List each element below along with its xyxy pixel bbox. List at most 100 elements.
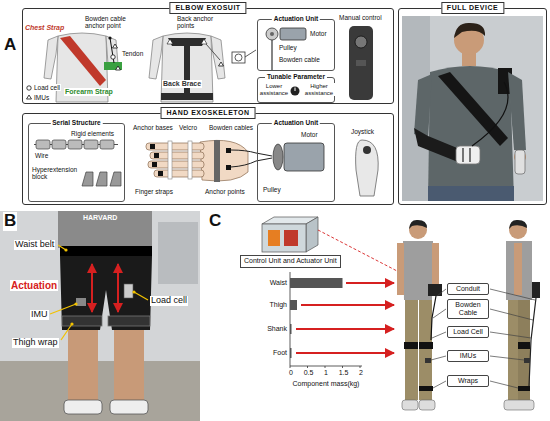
pulley [270,32,274,36]
bowden-cable [231,158,272,167]
part-label: Motor [309,30,328,37]
finger [148,161,204,168]
anchor-point [226,148,231,153]
bar [290,348,292,358]
arm [508,72,526,150]
manual-control [356,60,366,66]
hair [509,220,527,229]
control-unit [532,282,540,298]
box-text: IMUs [450,352,486,360]
part-label: Pulley [278,44,298,51]
bowden-cable [472,82,508,146]
finger-strap [188,141,192,179]
anchor-point [201,39,207,44]
leader-line [490,332,531,338]
box-text: Wraps [450,377,486,385]
strap-label: Chest Strap [24,24,65,32]
tick [342,366,343,368]
part-label: Manual control [338,14,383,21]
actuation-arrow [117,264,119,312]
chest-strap [60,36,106,86]
component-tag: Bowden Cable [447,299,489,319]
component-tag: IMUs [447,350,489,362]
part-label: Rigid elements [70,130,115,137]
pants [405,300,418,400]
mass-arrow [346,282,394,284]
load-cell-symbol [111,55,115,59]
leader-dot [70,322,73,325]
palm [200,140,248,181]
imu-symbol [116,66,121,70]
pulley [273,144,283,170]
box-heading: ELBOW EXOSUIT [169,2,246,14]
box-text: Control Unit and Actuator Unit [244,257,337,265]
rigid-element [100,140,114,149]
shorts [60,256,152,330]
imu [524,358,530,363]
tick [325,366,326,368]
part-label: Bowden cables [208,124,254,131]
part-label: Anchor points [204,188,246,195]
part-label: Back Brace [162,80,202,88]
legend-text: Load cell [33,84,61,91]
box-heading: HAND EXOSKELETON [161,107,256,119]
part-label: Back anchor points [176,15,220,29]
bowden-cable [271,40,272,70]
forearm-strap [104,62,122,70]
part-label: Pulley [262,186,282,193]
part-label: Velcro [178,124,198,131]
leader-line [490,309,533,320]
rigid-element [36,140,50,149]
leader-dot [74,302,77,305]
chest-strap [438,72,508,146]
motor [280,28,306,40]
leader-line [437,289,446,296]
mass-arrow [296,352,394,354]
forearm-brace [414,128,462,162]
hand-exoskeleton [462,148,463,162]
axis-title: Component mass(kg) [285,380,367,388]
control-unit-3d [262,224,306,252]
arm [397,243,404,295]
shoe [504,400,534,410]
box-heading: FULL DEVICE [441,2,504,14]
leg [68,330,98,402]
category-label: Shank [246,325,288,333]
shirt [506,241,532,300]
actuation-arrow [91,264,93,312]
hyperextension-block [82,172,93,186]
category-label: Foot [246,349,288,357]
leader-dot [64,248,67,251]
part-label: IMU [30,310,49,320]
rigid-element [84,140,98,149]
leg [114,330,144,402]
bar [290,278,343,288]
shoe [402,400,418,410]
box-text: Conduit [450,285,486,293]
chart-axis [290,366,362,367]
leader-line [490,381,518,388]
shirt [428,66,514,201]
rigid-element [68,140,82,149]
shoe [110,400,148,414]
anchor-point [167,39,173,44]
anchor-base [158,171,163,176]
part-label: Motor [300,131,319,138]
waist-belt [60,246,152,256]
leader-line [431,356,446,360]
leader-line [433,381,446,388]
tick-label: 2 [350,369,372,377]
finger [146,143,204,150]
manual-control [349,26,373,100]
back-brace [161,93,213,100]
pants [518,300,530,400]
component-tag: Wraps [447,375,489,387]
shirt [58,211,152,248]
jeans [428,186,514,201]
finger-strap [168,141,172,179]
leader-line [134,292,148,300]
lab-bench [158,222,198,284]
photo-background [0,361,200,421]
component-tag: Conduit [447,283,489,295]
scale-label: Higher assistance [303,83,335,96]
